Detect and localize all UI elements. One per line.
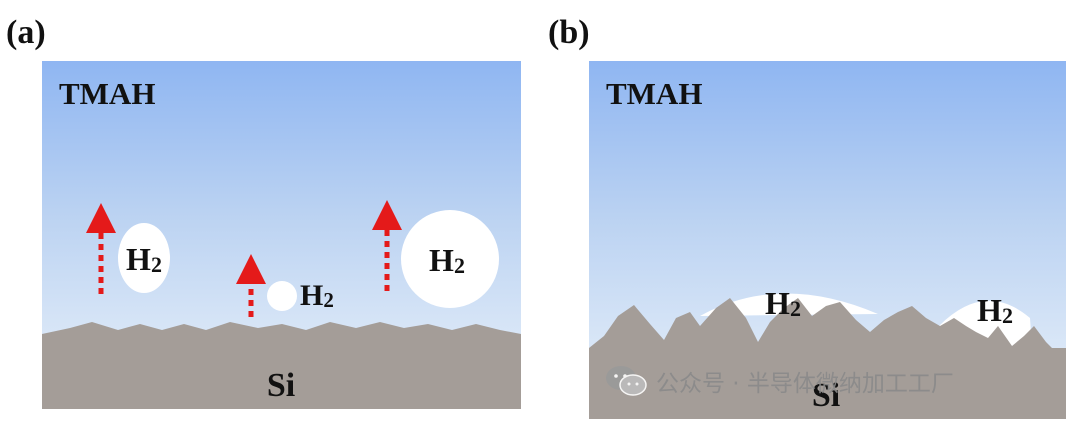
h2-label: H2 — [429, 242, 465, 278]
tmah-label-b: TMAH — [606, 76, 702, 111]
panel-b-label: (b) — [548, 14, 590, 51]
h2-label: H2 — [765, 285, 801, 321]
watermark-text: 公众号 · 半导体微纳加工工厂 — [656, 371, 954, 397]
watermark: 公众号 · 半导体微纳加工工厂 — [604, 364, 954, 398]
wechat-icon — [606, 366, 647, 396]
h2-bubble — [267, 281, 297, 311]
h2-label: H2 — [300, 279, 334, 312]
silicon-substrate-a — [42, 322, 521, 409]
panel-a-label: (a) — [6, 14, 46, 51]
h2-label: H2 — [977, 292, 1013, 328]
panel-b: TMAH Si H2 H2 — [589, 61, 1066, 419]
h2-bubble — [118, 223, 170, 293]
si-label-a: Si — [267, 367, 295, 404]
h2-bubble — [401, 210, 499, 308]
si-label-b: Si — [812, 377, 840, 414]
tmah-label-a: TMAH — [59, 76, 155, 111]
panel-a: TMAH Si H2 H2 H2 — [42, 61, 521, 409]
silicon-substrate-b — [589, 298, 1066, 419]
h2-label: H2 — [126, 241, 162, 277]
